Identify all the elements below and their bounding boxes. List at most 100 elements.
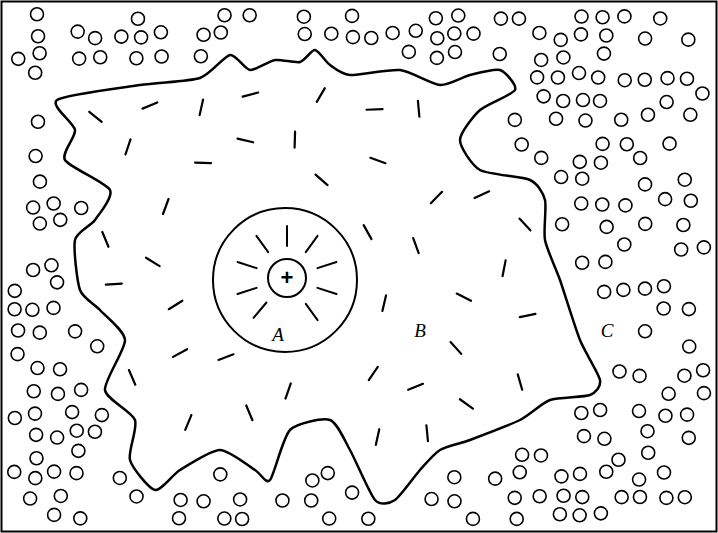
circle-outline	[268, 259, 306, 297]
solvent-molecule	[639, 32, 652, 45]
solvent-molecule	[660, 491, 673, 504]
solvent-molecule	[683, 340, 696, 353]
solvent-molecule	[634, 151, 647, 164]
solvent-molecule	[409, 24, 422, 37]
solvent-molecule	[577, 430, 590, 443]
solvent-molecule	[678, 491, 691, 504]
solvent-molecule	[323, 512, 336, 525]
solvent-molecule	[27, 385, 40, 398]
solvent-molecule	[29, 66, 42, 79]
radial-dipole	[306, 304, 318, 320]
solvent-molecule	[494, 12, 507, 25]
solvent-molecule	[678, 173, 691, 186]
region-letter: A	[272, 325, 284, 344]
solvent-molecule	[115, 30, 128, 43]
solvent-molecule	[33, 175, 46, 188]
solvent-molecule	[8, 303, 21, 316]
solvent-molecule	[448, 27, 461, 40]
solvent-molecule	[197, 28, 210, 41]
dipole-dash	[238, 139, 254, 143]
solvent-molecule	[51, 387, 64, 400]
solvent-molecule	[641, 425, 654, 438]
solvent-molecule	[657, 280, 670, 293]
solvent-molecule	[657, 466, 670, 479]
solvent-molecule	[633, 490, 646, 503]
solvent-molecule	[8, 284, 21, 297]
outline	[45, 40, 615, 510]
solvent-molecule	[214, 468, 227, 481]
solvent-molecule	[642, 446, 655, 459]
radial-dipole	[286, 226, 288, 246]
solvent-molecule	[31, 115, 44, 128]
solvent-molecule	[508, 113, 521, 126]
solvent-molecule	[321, 467, 334, 480]
solvent-molecule	[661, 72, 674, 85]
solvent-molecule	[657, 302, 670, 315]
solvent-molecule	[467, 27, 480, 40]
primary-shell: A+	[212, 207, 358, 353]
dipole-dash	[106, 283, 122, 286]
solvent-molecules	[8, 8, 711, 526]
solvent-molecule	[579, 114, 592, 127]
dipole-dash	[367, 108, 383, 111]
dipole-dash	[370, 158, 385, 163]
solvent-molecule	[130, 52, 143, 65]
solvent-molecule	[131, 12, 144, 25]
solvation-shell-dipoles	[238, 226, 337, 320]
solvent-molecule	[510, 512, 523, 525]
solvent-molecule	[555, 470, 568, 483]
solvent-molecule	[48, 465, 61, 478]
solvent-molecule	[618, 74, 631, 87]
solvent-molecule	[276, 494, 289, 507]
solvent-molecule	[576, 256, 589, 269]
solvent-molecule	[615, 113, 628, 126]
solvent-molecule	[660, 96, 673, 109]
solvent-molecule	[466, 512, 479, 525]
solvent-molecule	[70, 467, 83, 480]
dipole-dash	[129, 370, 135, 385]
solvent-molecule	[174, 493, 187, 506]
solvent-molecule	[675, 243, 688, 256]
solvent-molecule	[70, 424, 83, 437]
solvent-molecule	[557, 94, 570, 107]
solvent-molecule	[29, 472, 42, 485]
solvent-molecule	[430, 51, 443, 64]
solvent-molecule	[94, 51, 107, 64]
solvent-molecule	[31, 362, 44, 375]
solvent-molecule	[697, 241, 710, 254]
solvent-molecule	[508, 491, 521, 504]
solvent-molecule	[573, 155, 586, 168]
solvent-molecule	[641, 108, 654, 121]
solvent-molecule	[598, 432, 611, 445]
solvent-molecule	[218, 512, 231, 525]
solvent-molecule	[617, 283, 630, 296]
circle-outline	[213, 208, 357, 352]
solvent-molecule	[346, 9, 359, 22]
solvent-molecule	[91, 340, 104, 353]
solvent-molecule	[24, 492, 37, 505]
solvent-molecule	[243, 9, 256, 22]
solvent-molecule	[575, 406, 588, 419]
solvent-molecule	[613, 365, 626, 378]
solvent-molecule	[516, 448, 529, 461]
dipole-dash	[169, 301, 183, 309]
solvent-molecule	[654, 12, 667, 25]
solvent-molecule	[696, 87, 709, 100]
solvent-molecule	[8, 411, 21, 424]
dipole-dash	[426, 425, 428, 441]
solvent-molecule	[47, 301, 60, 314]
solvent-molecule	[576, 491, 589, 504]
solvent-molecule	[633, 369, 646, 382]
dipole-dash	[518, 374, 522, 389]
dipole-dash	[369, 367, 378, 380]
solvent-molecule	[618, 238, 631, 251]
solvent-molecule	[682, 303, 695, 316]
solvent-molecule	[639, 217, 652, 230]
dipole-dash	[519, 219, 530, 231]
dipole-dash	[364, 225, 372, 239]
solvent-molecule	[27, 201, 40, 214]
solvent-molecule	[30, 428, 43, 441]
solvent-molecule	[533, 490, 546, 503]
solvent-molecule	[515, 138, 528, 151]
